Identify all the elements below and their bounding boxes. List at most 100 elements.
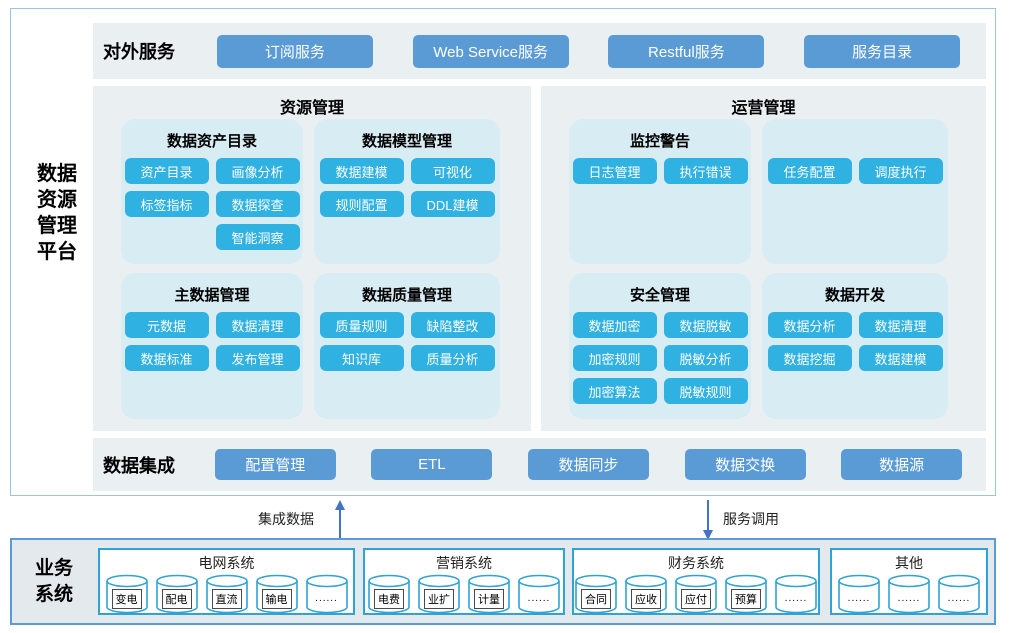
module-block-grid: 任务配置调度执行: [762, 158, 948, 184]
feature-chip[interactable]: 数据探查: [215, 191, 300, 217]
integration-button[interactable]: 配置管理: [214, 449, 336, 480]
database-item: ......: [887, 573, 931, 615]
integration-button[interactable]: ETL: [371, 449, 493, 480]
database-label: 应收: [631, 589, 661, 609]
feature-chip[interactable]: 规则配置: [319, 191, 404, 217]
feature-chip[interactable]: 元数据: [124, 312, 209, 338]
business-system-block: 营销系统电费业扩计量......: [363, 548, 565, 615]
feature-chip[interactable]: 数据建模: [858, 345, 943, 371]
external-services-row: 对外服务 订阅服务 Web Service服务 Restful服务 服务目录: [93, 23, 986, 79]
module-block: 监控警告日志管理执行错误: [569, 119, 751, 264]
feature-chip[interactable]: 加密规则: [572, 345, 657, 371]
database-item: 应收: [624, 573, 668, 615]
feature-chip[interactable]: 质量规则: [319, 312, 404, 338]
section-title-resource: 资源管理: [279, 100, 344, 117]
database-label: 变电: [111, 589, 142, 609]
database-row: 合同应收应付预算......: [574, 573, 818, 615]
feature-chip[interactable]: 智能洞察: [215, 224, 300, 250]
platform-title: 数据资源管理平台: [37, 163, 77, 263]
service-call-label: 服务调用: [723, 511, 779, 527]
module-block-grid: 日志管理执行错误: [569, 158, 751, 184]
database-row: 电费业扩计量......: [365, 573, 563, 615]
feature-chip[interactable]: 标签指标: [124, 191, 209, 217]
business-systems: 电网系统变电配电直流输电......营销系统电费业扩计量......财务系统合同…: [12, 540, 994, 623]
feature-chip[interactable]: 数据清理: [858, 312, 943, 338]
business-system-block: 其他..................: [830, 548, 988, 615]
database-item: 变电: [105, 573, 149, 615]
database-label: 电费: [374, 589, 404, 609]
module-block-title: 主数据管理: [174, 287, 250, 304]
database-label: 输电: [261, 589, 292, 609]
feature-chip[interactable]: 数据建模: [319, 158, 404, 184]
database-item: 应付: [674, 573, 718, 615]
database-item: 计量: [467, 573, 511, 615]
external-service-button[interactable]: 订阅服务: [216, 34, 373, 68]
external-service-button[interactable]: 服务目录: [804, 34, 961, 68]
feature-chip[interactable]: 数据标准: [124, 345, 209, 371]
database-cylinder-icon: [938, 574, 980, 614]
feature-chip[interactable]: 发布管理: [215, 345, 300, 371]
integration-button[interactable]: 数据交换: [684, 449, 806, 480]
feature-chip[interactable]: 脱敏分析: [663, 345, 748, 371]
database-label: ......: [847, 593, 871, 604]
database-label: ......: [897, 593, 921, 604]
feature-chip[interactable]: DDL建模: [410, 191, 495, 217]
module-block: 数据资产目录资产目录画像分析标签指标数据探查智能洞察: [121, 119, 303, 264]
module-block-title: 安全管理: [629, 287, 690, 304]
external-service-button[interactable]: Web Service服务: [412, 34, 569, 68]
database-item: ......: [837, 573, 881, 615]
feature-chip[interactable]: 数据挖掘: [767, 345, 852, 371]
feature-chip[interactable]: 知识库: [319, 345, 404, 371]
database-cylinder-icon: [775, 574, 817, 614]
module-block-grid: 元数据数据清理数据标准发布管理: [121, 312, 303, 371]
database-label: 计量: [474, 589, 504, 609]
module-block: 主数据管理元数据数据清理数据标准发布管理: [121, 273, 303, 419]
external-service-button[interactable]: Restful服务: [608, 34, 765, 68]
down-arrow-icon: [703, 500, 713, 540]
module-block: 安全管理数据加密数据脱敏加密规则脱敏分析加密算法脱敏规则: [569, 273, 751, 419]
module-block-grid: 资产目录画像分析标签指标数据探查智能洞察: [121, 158, 303, 250]
feature-chip[interactable]: 画像分析: [215, 158, 300, 184]
module-block-title: 数据资产目录: [166, 133, 257, 150]
external-services-label: 对外服务: [103, 42, 175, 62]
feature-chip[interactable]: 调度执行: [858, 158, 943, 184]
feature-chip[interactable]: 脱敏规则: [663, 378, 748, 404]
module-block-grid: 质量规则缺陷整改知识库质量分析: [314, 312, 500, 371]
database-label: 预算: [731, 589, 761, 609]
module-block-title: 数据质量管理: [361, 287, 452, 304]
section-operation-management: 运营管理 监控警告日志管理执行错误任务配置调度执行安全管理数据加密数据脱敏加密规…: [541, 86, 986, 431]
business-system-block: 财务系统合同应收应付预算......: [572, 548, 820, 615]
module-block: 数据开发数据分析数据清理数据挖掘数据建模: [762, 273, 948, 419]
module-block-title: 数据开发: [824, 287, 885, 304]
data-integration-label: 数据集成: [103, 455, 175, 476]
feature-chip[interactable]: 质量分析: [410, 345, 495, 371]
feature-chip[interactable]: 日志管理: [572, 158, 657, 184]
feature-chip[interactable]: 任务配置: [767, 158, 852, 184]
database-item: 直流: [205, 573, 249, 615]
database-item: ......: [517, 573, 561, 615]
database-item: 预算: [724, 573, 768, 615]
integration-button[interactable]: 数据源: [841, 449, 963, 480]
integration-button[interactable]: 数据同步: [527, 449, 649, 480]
database-label: ......: [527, 593, 551, 604]
database-cylinder-icon: [888, 574, 930, 614]
feature-chip[interactable]: 可视化: [410, 158, 495, 184]
database-item: ......: [774, 573, 818, 615]
database-cylinder-icon: [838, 574, 880, 614]
feature-chip[interactable]: 数据分析: [767, 312, 852, 338]
feature-chip[interactable]: 加密算法: [572, 378, 657, 404]
database-label: ......: [315, 593, 338, 604]
feature-chip[interactable]: 资产目录: [124, 158, 209, 184]
feature-chip[interactable]: 缺陷整改: [410, 312, 495, 338]
database-item: 电费: [367, 573, 411, 615]
database-cylinder-icon: [305, 574, 348, 614]
feature-chip[interactable]: 数据脱敏: [663, 312, 748, 338]
feature-chip[interactable]: 执行错误: [663, 158, 748, 184]
feature-chip[interactable]: 数据加密: [572, 312, 657, 338]
feature-chip[interactable]: 数据清理: [215, 312, 300, 338]
database-item: 输电: [255, 573, 299, 615]
database-row: ..................: [832, 573, 986, 615]
database-item: 业扩: [417, 573, 461, 615]
